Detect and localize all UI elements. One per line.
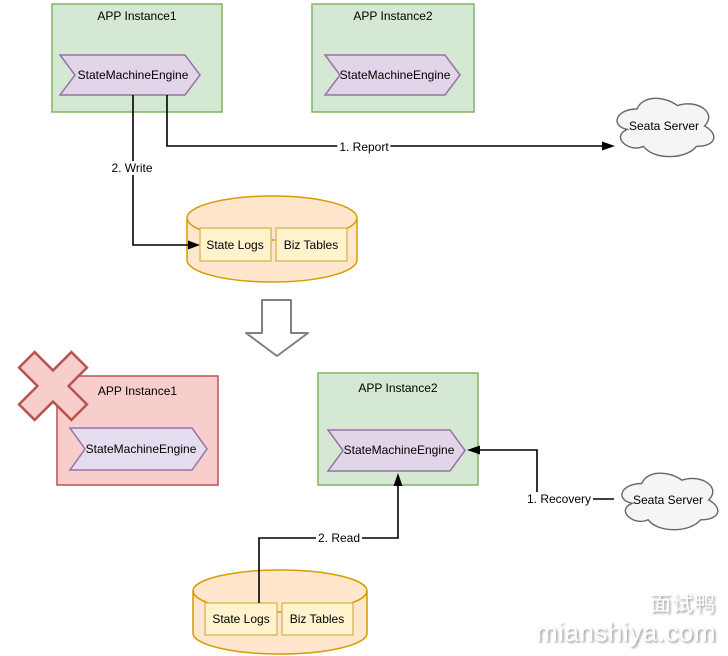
biz-tables-bottom-box — [281, 602, 354, 636]
recovery-edge-label: 1. Recovery — [524, 492, 594, 506]
read-edge-label: 2. Read — [315, 531, 363, 545]
recovery-arrowhead — [467, 445, 480, 455]
state-machine-engine2-bottom-shape — [326, 429, 466, 472]
biz-tables-top-box — [275, 227, 348, 262]
report-arrowhead — [602, 141, 615, 151]
transition-down-arrow — [245, 299, 309, 357]
report-edge-line — [166, 95, 602, 147]
read-arrowhead — [393, 473, 403, 486]
watermark-cn: 面试鸭 — [650, 592, 716, 616]
biz-tables-bottom-label: Biz Tables — [289, 612, 345, 626]
engine2-top-label: StateMachineEngine — [339, 68, 451, 82]
engine2-bottom-label: StateMachineEngine — [343, 443, 455, 457]
state-logs-top-box — [199, 227, 272, 262]
state-logs-bottom-box — [204, 602, 278, 636]
state-machine-engine1-failed-shape — [68, 427, 208, 471]
biz-tables-top-label: Biz Tables — [283, 238, 339, 252]
seata-server-cloud-top — [616, 97, 715, 158]
seata-cloud-bottom-label: Seata Server — [632, 493, 704, 507]
app-instance1-top-title: APP Instance1 — [97, 9, 177, 23]
write-arrowhead — [188, 240, 200, 250]
watermark-url: mianshiya.com — [536, 616, 716, 647]
database-cylinder-top-lid — [186, 217, 358, 241]
failure-cross-icon — [17, 350, 89, 422]
state-logs-bottom-label: State Logs — [212, 612, 270, 626]
database-cylinder-bottom-lid — [192, 590, 368, 613]
engine1-failed-label: StateMachineEngine — [85, 442, 197, 456]
app-instance2-bottom-title: APP Instance2 — [358, 381, 438, 395]
state-machine-engine2-top-shape — [323, 54, 461, 96]
write-edge-label: 2. Write — [109, 161, 155, 175]
app-instance2-top-title: APP Instance2 — [353, 9, 433, 23]
watermark: 面试鸭 mianshiya.com — [536, 592, 716, 648]
app-instance1-failed-title: APP Instance1 — [97, 384, 178, 398]
engine1-top-label: StateMachineEngine — [77, 68, 189, 82]
write-edge-line — [132, 95, 188, 246]
seata-server-cloud-bottom — [621, 472, 719, 531]
state-logs-top-label: State Logs — [206, 238, 264, 252]
state-machine-engine1-top-shape — [58, 54, 201, 96]
seata-cloud-top-label: Seata Server — [628, 119, 700, 133]
report-edge-label: 1. Report — [337, 140, 391, 154]
